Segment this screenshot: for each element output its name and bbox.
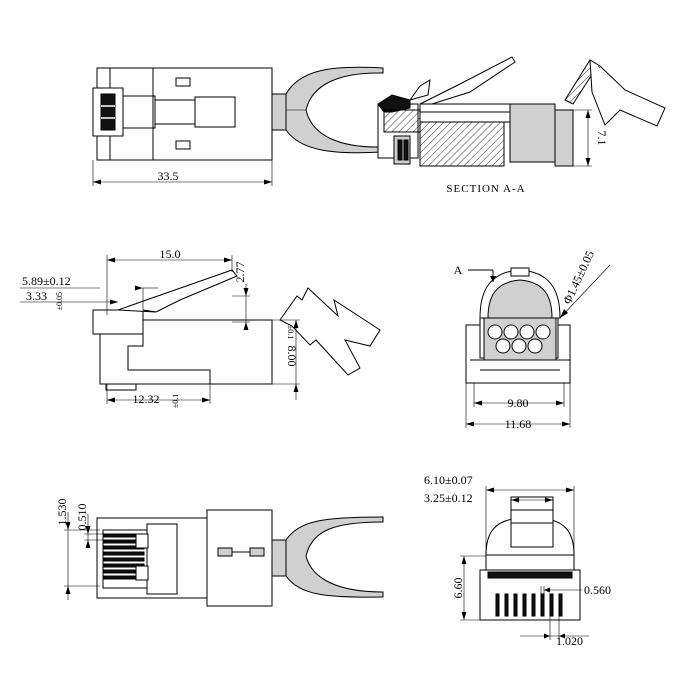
wire-slots: [487, 324, 551, 354]
side-view: [92, 269, 381, 391]
dim-end-width-a: 6.10±0.07: [424, 473, 575, 555]
dim-end-width-b-label: 3.25±0.12: [424, 491, 473, 505]
dim-end-pitch-label: 1.020: [556, 634, 583, 648]
dim-side-top-length: 15.0: [106, 247, 233, 315]
dim-end-pitch: 1.020: [520, 616, 589, 648]
bottom-view: [96, 509, 384, 607]
top-view: [92, 66, 384, 161]
dim-section-height-label: 7.1: [595, 131, 609, 146]
dim-end-height: 6.60: [451, 555, 486, 621]
dim-top-length-label: 33.5: [158, 169, 179, 183]
dim-side-small-label: 3.33: [26, 289, 47, 303]
dim-bottom-pitch-a-label: 1.530: [55, 499, 69, 526]
section-marker: A: [454, 263, 496, 282]
dim-side-bottom-length: 12.32 ±0.1: [106, 384, 211, 408]
dim-side-offset: 5.89±0.12: [20, 274, 158, 310]
dim-top-length: 33.5: [92, 160, 273, 186]
dim-end-contact: 0.560: [540, 583, 611, 597]
dim-end-width-a-label: 6.10±0.07: [424, 473, 473, 487]
front-view: [465, 267, 571, 384]
dim-bottom-pitch-a: 1.530: [55, 499, 100, 600]
section-caption: SECTION A-A: [446, 183, 525, 195]
dim-bottom-pitch-b-label: 0.510: [75, 504, 89, 531]
dim-end-height-label: 6.60: [451, 578, 465, 599]
end-pins: [495, 593, 563, 617]
dim-side-latch: 2.77: [232, 262, 250, 330]
dim-front-inner-width: 9.80: [473, 383, 565, 410]
dim-front-diameter-label: Φ1.45±0.05: [560, 248, 597, 306]
dim-front-inner-width-label: 9.80: [508, 396, 529, 410]
dim-side-small-tol-label: ±0.05: [55, 292, 64, 310]
dim-front-outer-width: 11.68: [465, 383, 571, 431]
dim-side-height-label: 8.00: [285, 346, 299, 367]
dim-side-height: 8.00 ±0.1: [272, 319, 300, 400]
section-view: [377, 56, 666, 167]
dim-side-latch-label: 2.77: [233, 262, 247, 283]
dim-side-top-length-label: 15.0: [160, 247, 181, 261]
dim-front-outer-width-label: 11.68: [505, 417, 532, 431]
dim-end-contact-label: 0.560: [584, 583, 611, 597]
dim-end-width-b: 3.25±0.12: [424, 491, 554, 505]
dim-side-bottom-tol-label: ±0.1: [171, 394, 180, 408]
dim-side-bottom-length-label: 12.32: [133, 392, 160, 406]
dim-side-small: 3.33 ±0.05: [20, 289, 118, 310]
dim-side-offset-label: 5.89±0.12: [22, 274, 71, 288]
section-marker-label: A: [454, 263, 463, 277]
dim-section-height: 7.1: [573, 109, 609, 167]
dim-side-height-tol-label: ±0.1: [286, 325, 295, 339]
dim-bottom-pitch-b: 0.510: [75, 504, 104, 548]
dim-front-diameter: Φ1.45±0.05: [559, 248, 611, 319]
end-view: [479, 496, 581, 621]
